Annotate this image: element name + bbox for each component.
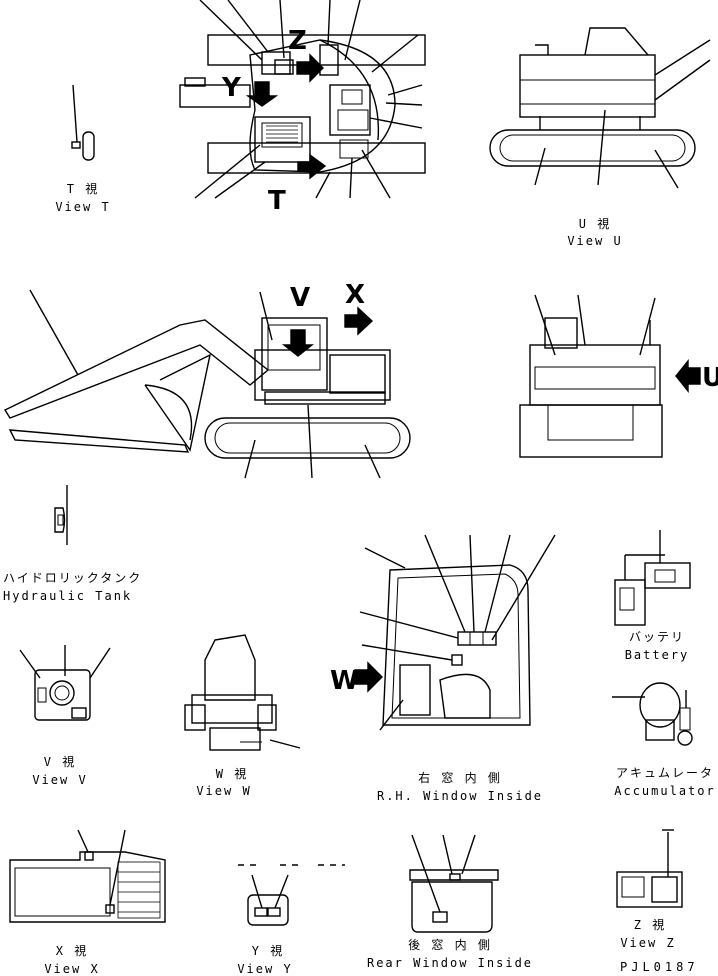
view-v-label-jp: V 視	[43, 755, 77, 769]
hydraulic-tank-label-jp: ハイドロリックタンク	[3, 571, 143, 585]
view-y-label-jp: Y 視	[251, 944, 285, 958]
view-w-drawing	[184, 634, 301, 751]
view-letter-t: T	[268, 186, 286, 216]
top-view-drawing	[179, 0, 426, 199]
view-w-label-en: View W	[196, 784, 252, 798]
view-y-drawing	[238, 864, 345, 926]
view-x-label-jp: X 視	[55, 944, 89, 958]
rh-window-label-jp: 右 窓 内 側	[418, 771, 502, 785]
view-z-label-jp: Z 視	[633, 918, 667, 932]
accumulator-label-jp: アキュムレータ	[615, 766, 715, 780]
view-t-label-en: View T	[55, 200, 111, 214]
view-v-label-en: View V	[32, 773, 88, 787]
view-letter-u: U	[702, 363, 718, 393]
view-y-label-en: View Y	[237, 962, 293, 976]
main-side-view-drawing	[3, 289, 411, 479]
rear-view-drawing	[519, 294, 701, 458]
view-letter-x: X	[345, 280, 366, 310]
view-t-label-jp: T 視	[66, 182, 100, 196]
rear-window-label-en: Rear Window Inside	[366, 956, 534, 970]
part-code: PJL0187	[620, 960, 699, 974]
accumulator-label-en: Accumulator	[614, 784, 716, 798]
battery-drawing	[614, 530, 691, 626]
view-z-drawing	[616, 829, 683, 908]
battery-label-en: Battery	[624, 648, 690, 662]
rear-window-drawing	[409, 834, 499, 933]
hydraulic-tank-drawing	[54, 485, 68, 545]
accumulator-drawing	[612, 682, 693, 746]
view-w-label-jp: W 視	[215, 767, 249, 781]
view-letter-w: W	[330, 666, 359, 696]
rear-window-label-jp: 後 窓 内 側	[408, 938, 492, 952]
hydraulic-tank-label-en: Hydraulic Tank	[3, 589, 133, 603]
view-letter-z: Z	[288, 26, 307, 56]
view-x-label-en: View X	[44, 962, 100, 976]
view-u-label-jp: U 視	[578, 217, 612, 231]
view-u-drawing	[489, 27, 711, 189]
view-z-label-en: View Z	[620, 936, 676, 950]
view-v-drawing	[19, 645, 111, 721]
view-x-drawing	[9, 829, 166, 923]
rh-window-label-en: R.H. Window Inside	[376, 789, 544, 803]
view-t-drawing	[71, 84, 95, 161]
view-u-label-en: View U	[567, 234, 623, 248]
rh-window-drawing	[354, 534, 556, 731]
view-letter-v: V	[290, 283, 311, 313]
view-letter-y: Y	[222, 73, 241, 103]
battery-label-jp: バッテリ	[628, 630, 686, 644]
